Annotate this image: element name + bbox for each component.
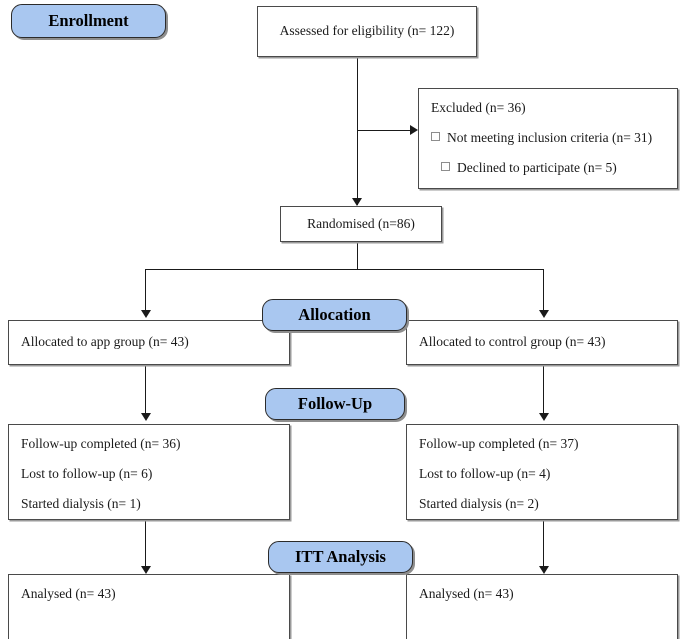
node-allocated-control: Allocated to control group (n= 43) [406,320,678,365]
arrowhead-to-excluded [410,125,418,135]
node-allocated-app: Allocated to app group (n= 43) [8,320,290,365]
node-followup-control-dialysis: Started dialysis (n= 2) [419,495,539,511]
node-randomised: Randomised (n=86) [280,206,442,242]
connector-randomised-stem [356,242,358,269]
stage-badge-follow-up: Follow-Up [265,388,405,420]
node-followup-app-dialysis: Started dialysis (n= 1) [21,495,141,511]
connector-split-right [543,269,545,316]
connector-to-excluded [357,129,411,131]
connector-followup-app-to-analysed [145,520,147,569]
connector-app-to-followup [145,365,147,416]
node-followup-control-lost: Lost to follow-up (n= 4) [419,465,551,481]
arrowhead-to-allocated-control [538,310,549,318]
stage-badge-allocation: Allocation [262,299,407,331]
node-assessed-text: Assessed for eligibility (n= 122) [279,23,455,39]
node-excluded-reason-1: Not meeting inclusion criteria (n= 31) [431,130,677,147]
node-followup-control-completed: Follow-up completed (n= 37) [419,436,579,451]
arrowhead-to-analysed-app [140,566,151,574]
arrowhead-to-followup-control [538,413,549,421]
node-excluded: Excluded (n= 36) Not meeting inclusion c… [418,88,678,189]
node-followup-app-lost: Lost to follow-up (n= 6) [21,465,153,481]
stage-badge-itt-analysis: ITT Analysis [268,541,413,573]
arrowhead-to-followup-app [140,413,151,421]
connector-control-to-followup [543,365,545,416]
connector-assessed-to-randomised [356,57,358,205]
node-allocated-app-text: Allocated to app group (n= 43) [21,334,189,349]
arrowhead-to-randomised [351,198,362,206]
bullet-square-icon [441,161,450,171]
bullet-square-icon [431,131,440,141]
node-analysed-control-text: Analysed (n= 43) [419,586,514,601]
node-randomised-text: Randomised (n=86) [307,215,415,231]
node-followup-control: Follow-up completed (n= 37) Lost to foll… [406,424,678,520]
node-analysed-app-text: Analysed (n= 43) [21,586,116,601]
stage-badge-enrollment: Enrollment [11,4,166,38]
connector-split-left [145,269,147,316]
node-excluded-heading: Excluded (n= 36) [431,100,526,115]
node-followup-app-completed: Follow-up completed (n= 36) [21,436,181,451]
connector-allocation-split-bar [145,268,544,270]
node-analysed-control: Analysed (n= 43) [406,574,678,639]
node-allocated-control-text: Allocated to control group (n= 43) [419,334,606,349]
connector-followup-control-to-analysed [543,520,545,569]
node-followup-app: Follow-up completed (n= 36) Lost to foll… [8,424,290,520]
arrowhead-to-allocated-app [140,310,151,318]
node-excluded-reason-2: Declined to participate (n= 5) [431,160,677,177]
node-assessed-for-eligibility: Assessed for eligibility (n= 122) [257,6,477,57]
node-analysed-app: Analysed (n= 43) [8,574,290,639]
arrowhead-to-analysed-control [538,566,549,574]
